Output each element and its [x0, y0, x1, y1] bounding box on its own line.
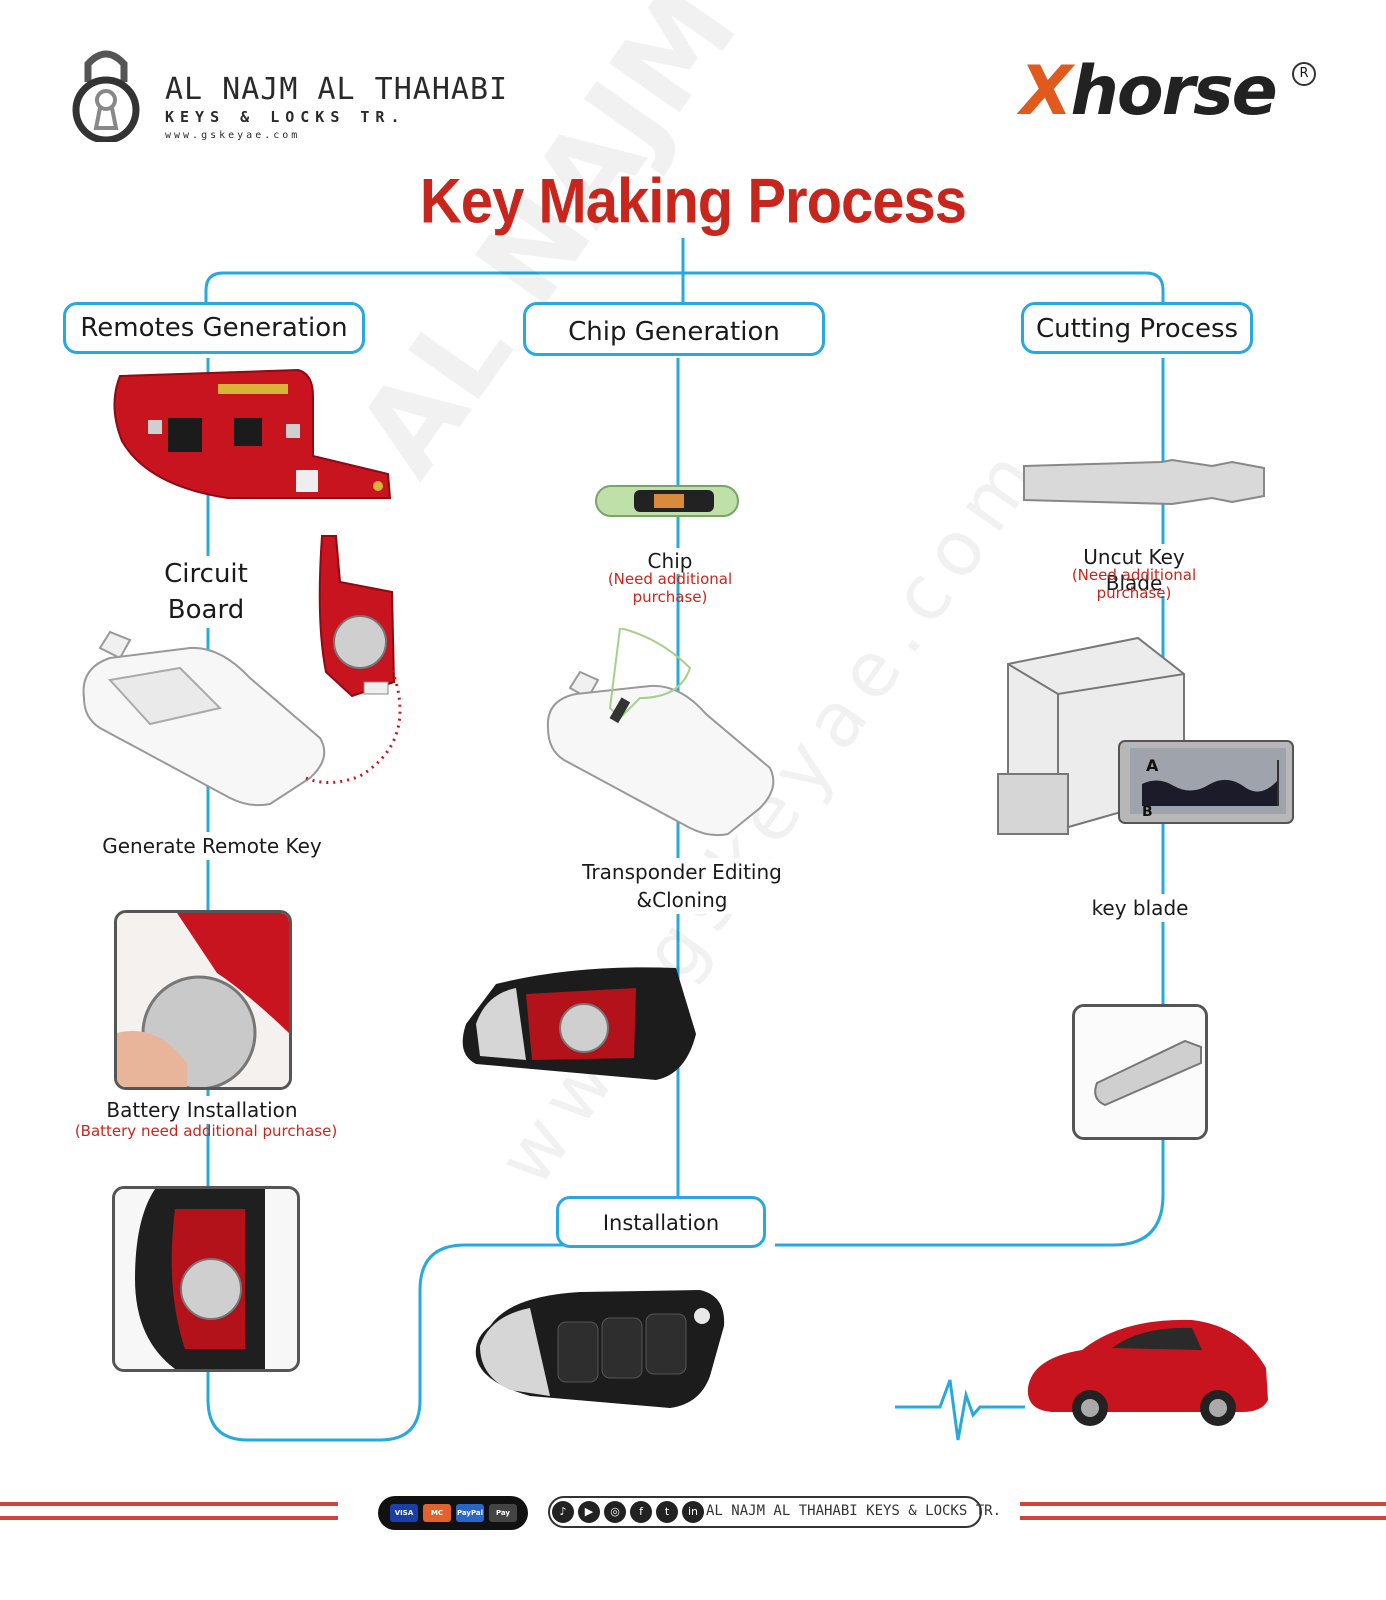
- dotted-connector: [305, 663, 402, 784]
- footer-stripes: [0, 1502, 1386, 1520]
- label-uncut-key-blade: Uncut Key Blade: [1052, 544, 1216, 596]
- remote-battery-closeup-photo: [112, 1186, 300, 1372]
- battery-installation-photo: [114, 910, 292, 1090]
- cut-key-blade-photo: [1072, 1004, 1208, 1140]
- page-title: Key Making Process: [419, 166, 967, 237]
- label-circuit-board: Circuit Board: [124, 556, 288, 628]
- registered-mark: R: [1292, 62, 1316, 86]
- heading-chip-generation: Chip Generation: [523, 302, 825, 356]
- note-chip-purchase: (Need additional purchase): [607, 570, 733, 606]
- flip-key-pcb-image: [456, 964, 704, 1082]
- twitter-icon[interactable]: t: [656, 1501, 678, 1523]
- tiktok-icon[interactable]: ♪: [552, 1501, 574, 1523]
- company-name: AL NAJM AL THAHABI: [165, 72, 509, 107]
- heading-remotes-generation: Remotes Generation: [63, 302, 365, 354]
- label-transponder-editing: Transponder Editing &Cloning: [534, 858, 830, 914]
- gauge-label-a: A: [1146, 756, 1159, 775]
- chip-programmer-image: [540, 626, 780, 838]
- note-battery-purchase: (Battery need additional purchase): [74, 1122, 338, 1140]
- label-battery-installation: Battery Installation: [100, 1096, 304, 1124]
- company-subtitle: KEYS & LOCKS TR.: [165, 108, 406, 126]
- programmer-device-image: [70, 628, 330, 808]
- chip-image: [594, 484, 740, 518]
- company-url: www.gskeyae.com: [165, 130, 301, 141]
- facebook-icon[interactable]: f: [630, 1501, 652, 1523]
- paypal-icon: PayPal: [456, 1504, 484, 1522]
- uncut-key-blade-image: [1022, 458, 1266, 506]
- key-depth-gauge-panel: [1118, 740, 1294, 824]
- note-uncut-purchase: (Need additional purchase): [1071, 566, 1197, 602]
- label-generate-remote-key: Generate Remote Key: [100, 832, 324, 860]
- mastercard-icon: MC: [423, 1504, 451, 1522]
- apple-pay-icon: Pay: [489, 1504, 517, 1522]
- xhorse-logo: Xhorse: [1020, 52, 1278, 131]
- remote-pcb-battery-image: [312, 532, 402, 700]
- heading-installation: Installation: [556, 1196, 766, 1248]
- instagram-icon[interactable]: ◎: [604, 1501, 626, 1523]
- circuit-board-image: [108, 366, 398, 506]
- label-key-blade: key blade: [1088, 894, 1192, 922]
- visa-icon: VISA: [390, 1504, 418, 1522]
- linkedin-icon[interactable]: in: [682, 1501, 704, 1523]
- finished-flip-key-image: [470, 1286, 728, 1412]
- company-logo-icon: [66, 42, 146, 144]
- social-links-bar: [548, 1496, 982, 1528]
- heading-cutting-process: Cutting Process: [1021, 302, 1253, 354]
- red-car-image: [1022, 1308, 1272, 1428]
- footer-company-name: AL NAJM AL THAHABI KEYS & LOCKS TR.: [706, 1503, 1002, 1519]
- pulse-line: [895, 1379, 1025, 1441]
- label-chip: Chip: [640, 548, 700, 574]
- youtube-icon[interactable]: ▶: [578, 1501, 600, 1523]
- gauge-label-b: B: [1142, 804, 1153, 820]
